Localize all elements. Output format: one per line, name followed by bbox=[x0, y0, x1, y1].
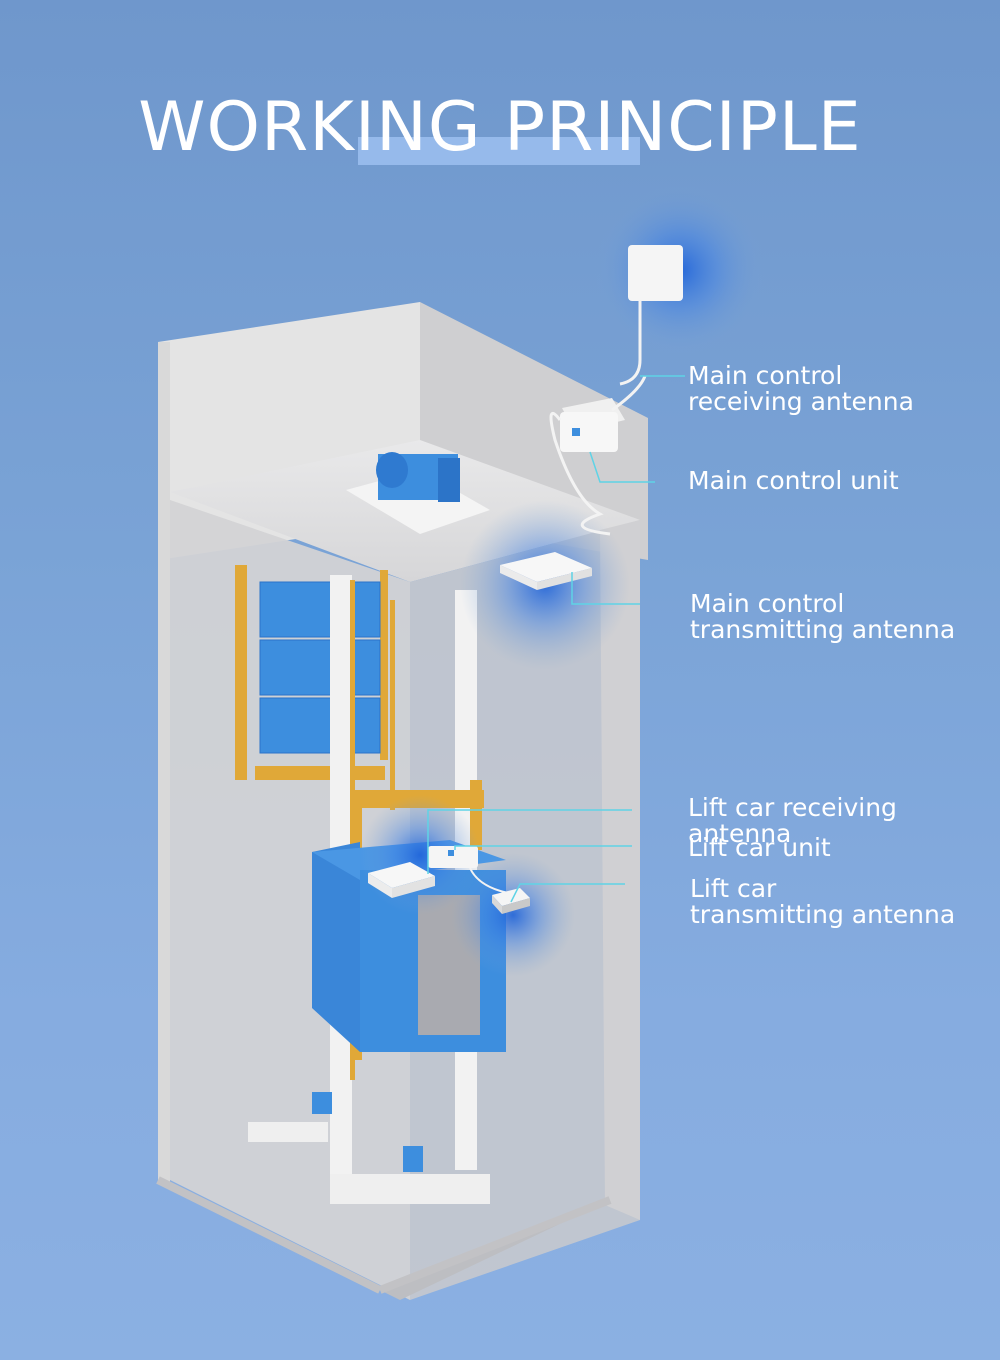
leader-main-transmitting-antenna bbox=[571, 572, 640, 605]
title-highlight-band bbox=[358, 137, 640, 165]
leader-lift-car-transmitting-antenna bbox=[510, 883, 625, 903]
car-transmitting-antenna-wave bbox=[451, 853, 575, 977]
shaft-front-right bbox=[600, 520, 640, 1220]
lift-car-transmitting-antenna bbox=[492, 888, 530, 906]
lift-car-side bbox=[312, 842, 360, 1052]
shaft-front-left bbox=[158, 342, 170, 1190]
label-lift-car-transmitting-antenna: Lift car transmitting antenna bbox=[690, 874, 956, 929]
shaft-base bbox=[158, 1180, 610, 1300]
label-main-control-unit: Main control unit bbox=[688, 466, 899, 495]
label-lift-car-receiving-antenna: Lift car receiving antenna bbox=[688, 793, 897, 848]
page-title: WORKING PRINCIPLE bbox=[138, 88, 862, 167]
leader-lift-car-receiving-antenna bbox=[427, 809, 632, 874]
counterweight-rail bbox=[235, 565, 247, 780]
leader-main-control-unit bbox=[589, 451, 655, 483]
lift-car-receiving-antenna bbox=[368, 862, 435, 888]
label-main-control-receiving-antenna: Main control receiving antenna bbox=[688, 361, 914, 416]
counterweight-block bbox=[259, 581, 381, 638]
buffer-right bbox=[403, 1146, 423, 1172]
label-lift-car-unit: Lift car unit bbox=[688, 833, 831, 862]
label-main-control-transmitting-antenna: Main control transmitting antenna bbox=[690, 589, 956, 644]
buffer-left bbox=[312, 1092, 332, 1114]
leader-lift-car-unit bbox=[454, 845, 632, 850]
lift-car-unit bbox=[428, 846, 478, 868]
main-receiving-antenna bbox=[628, 245, 683, 301]
main-transmitting-antenna bbox=[500, 552, 592, 582]
